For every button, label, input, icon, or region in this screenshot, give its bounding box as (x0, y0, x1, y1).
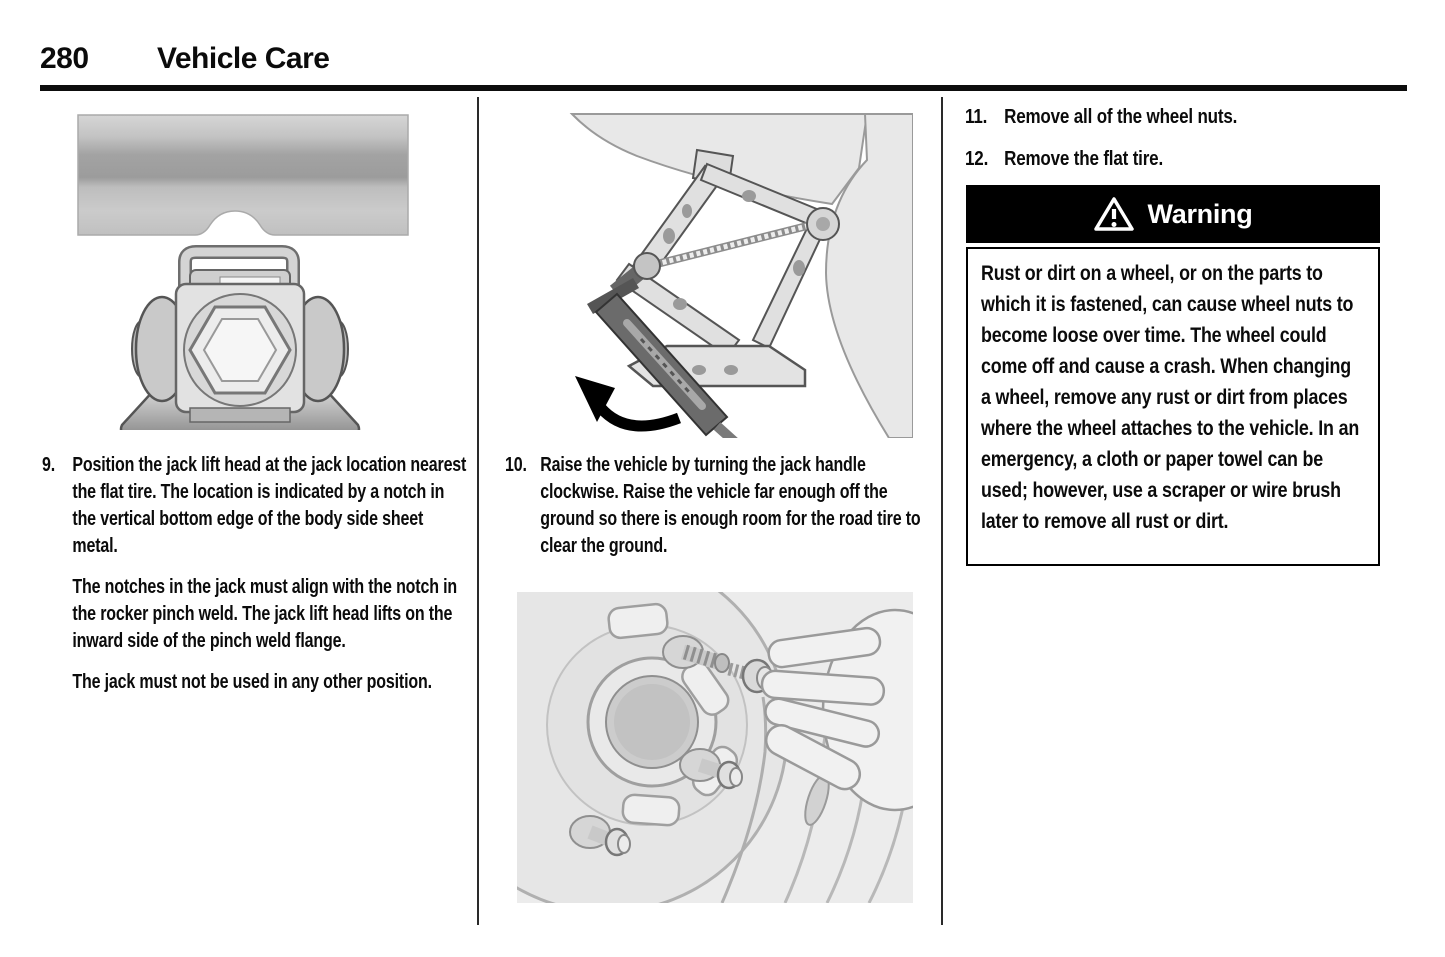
figure-wheel-nut-removal (517, 592, 913, 903)
warning-body-frame: Rust or dirt on a wheel, or on the parts… (966, 247, 1380, 566)
step-9-paragraph-3: The jack must not be used in any other p… (72, 671, 432, 693)
step-9-number: 9. (42, 454, 56, 476)
step-9-paragraph-1: Position the jack lift head at the jack … (72, 454, 467, 557)
column-divider-left (477, 97, 479, 925)
step-9-paragraph-2: The notches in the jack must align with … (72, 576, 458, 652)
step-10-number: 10. (505, 454, 527, 476)
step-12: 12. Remove the flat tire. (965, 146, 1365, 173)
step-10: 10. Raise the vehicle by turning the jac… (505, 452, 937, 560)
step-12-text: Remove the flat tire. (1004, 148, 1164, 170)
column-divider-right (941, 97, 943, 925)
step-10-paragraph-1: Raise the vehicle by turning the jack ha… (540, 454, 921, 557)
warning-triangle-icon (1093, 197, 1134, 231)
figure-jack-lift-head (77, 114, 409, 430)
step-11: 11. Remove all of the wheel nuts. (965, 104, 1365, 131)
header-rule (40, 85, 1407, 91)
step-12-number: 12. (965, 148, 989, 170)
page-number: 280 (40, 42, 89, 75)
warning-body-text: Rust or dirt on a wheel, or on the parts… (981, 262, 1360, 533)
step-11-text: Remove all of the wheel nuts. (1004, 106, 1238, 128)
warning-header: Warning (966, 185, 1380, 243)
step-9: 9. Position the jack lift head at the ja… (42, 452, 470, 696)
figure-scissor-jack (569, 113, 913, 438)
warning-box: Warning Rust or dirt on a wheel, or on t… (966, 185, 1380, 566)
page-title: Vehicle Care (157, 42, 330, 75)
warning-title: Warning (1147, 198, 1253, 229)
step-11-number: 11. (965, 106, 988, 128)
